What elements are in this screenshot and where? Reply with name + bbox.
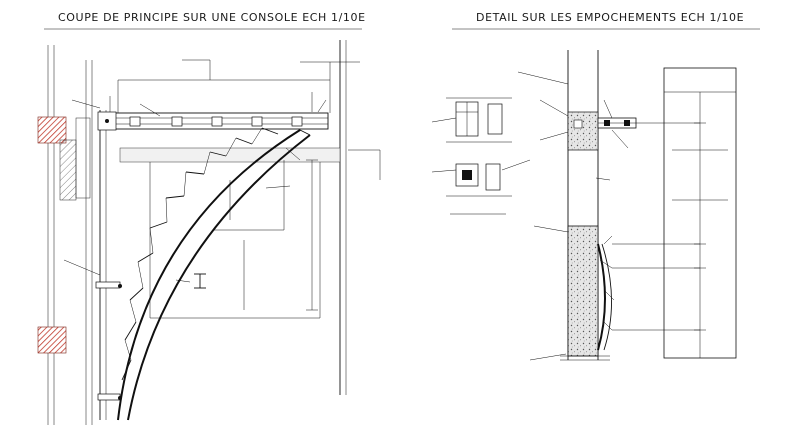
i-beam-symbol bbox=[194, 273, 206, 289]
left-drawing-title: COUPE DE PRINCIPE SUR UNE CONSOLE ECH 1/… bbox=[58, 11, 366, 24]
section-details-cluster bbox=[431, 97, 531, 215]
curved-console-truss bbox=[117, 127, 311, 421]
brick-block-top bbox=[37, 116, 67, 144]
base-connections bbox=[95, 111, 122, 401]
detail-leaders bbox=[517, 71, 629, 361]
upper-frame-lines bbox=[109, 61, 360, 113]
column-recess-detail bbox=[560, 50, 637, 361]
right-detail-drawing bbox=[431, 50, 737, 361]
brick-block-bottom bbox=[37, 326, 67, 354]
annotation-leaders bbox=[63, 59, 327, 283]
left-section-drawing bbox=[37, 40, 381, 425]
right-column bbox=[339, 40, 381, 395]
right-drawing-title: DETAIL SUR LES EMPOCHEMENTS ECH 1/10E bbox=[476, 11, 745, 24]
reference-lines bbox=[612, 122, 700, 331]
deck-beam bbox=[99, 112, 329, 130]
facade-wall-lines bbox=[47, 45, 107, 425]
dimension-lines bbox=[306, 92, 318, 311]
interior-outline bbox=[119, 147, 341, 319]
wall-insulation-band bbox=[59, 139, 77, 201]
load-diagram-panel bbox=[663, 67, 737, 359]
